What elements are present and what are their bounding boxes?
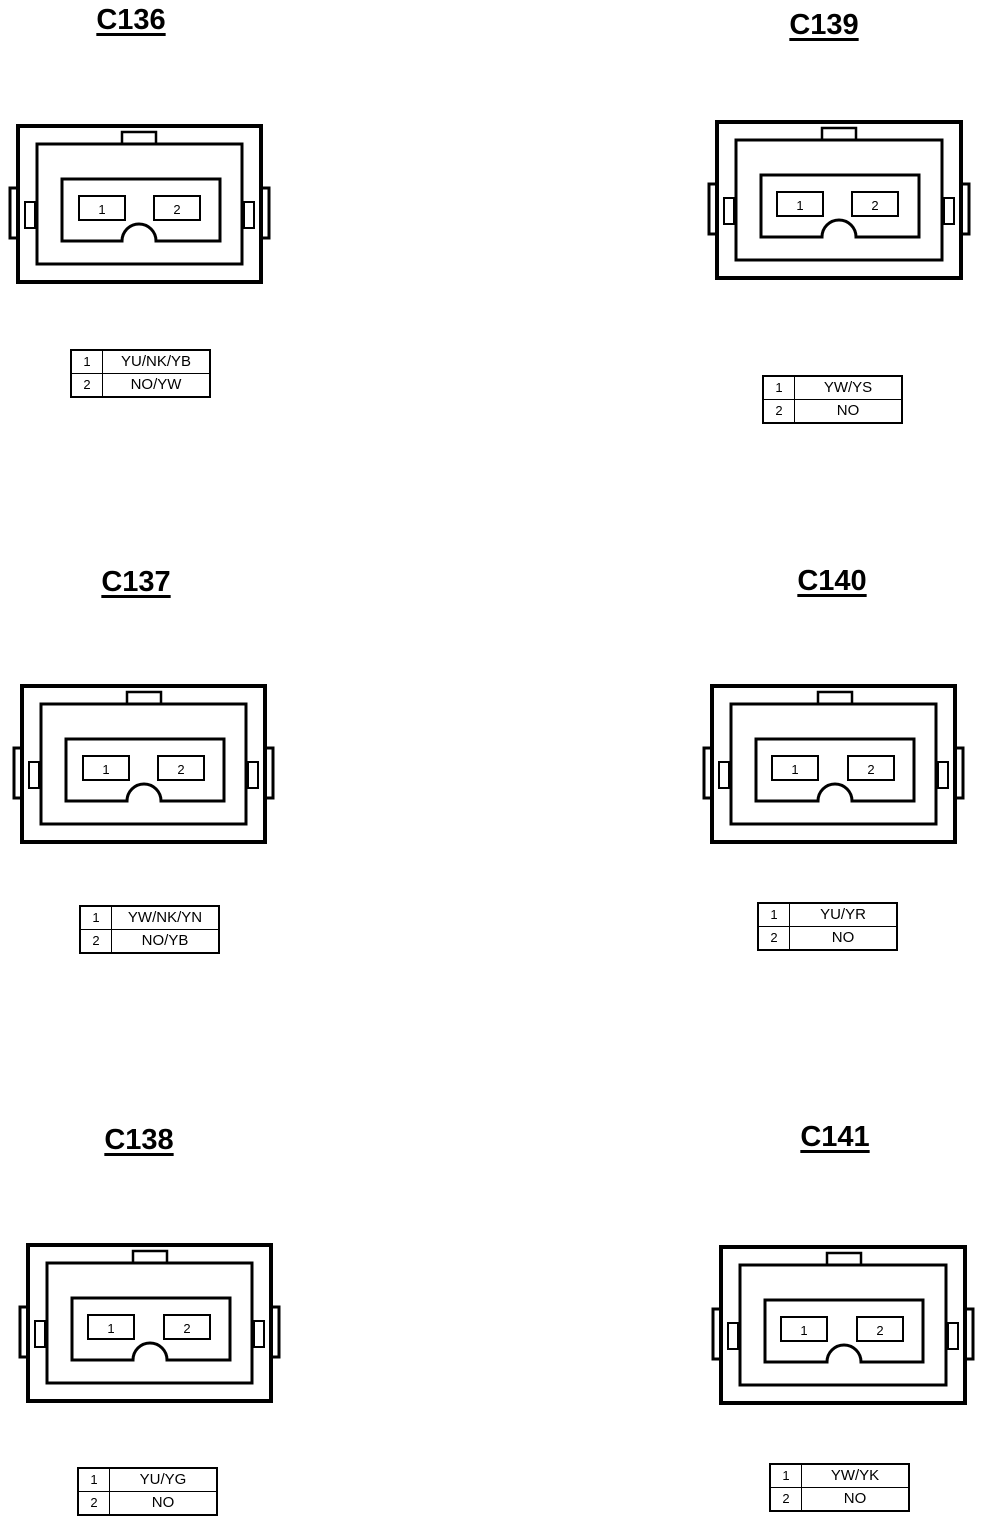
wire-code: NO	[109, 1491, 218, 1516]
pin-number: 1	[79, 905, 112, 930]
wire-code: NO/YW	[102, 373, 211, 398]
pin-label: 2	[177, 762, 184, 777]
pin-label: 1	[98, 202, 105, 217]
pin-number: 2	[79, 929, 112, 954]
connector-c138: C138 1 2 1 YU/YG 2 NO	[0, 1118, 290, 1538]
table-row: 1 YW/YK	[769, 1463, 910, 1488]
wire-code: YU/YG	[109, 1467, 218, 1492]
pin-label: 2	[876, 1323, 883, 1338]
pin-number: 1	[70, 349, 103, 374]
table-row: 1 YU/YR	[757, 902, 898, 927]
wire-code: YU/NK/YB	[102, 349, 211, 374]
connector-title: C140	[797, 565, 867, 597]
connector-c139: C139 1 2 1 YW/YS 2 NO	[700, 0, 990, 424]
pin-number: 2	[77, 1491, 110, 1516]
table-row: 1 YW/YS	[762, 375, 903, 400]
pin-number: 2	[70, 373, 103, 398]
pin-label: 2	[183, 1321, 190, 1336]
connector-drawing: 1 2	[711, 1245, 975, 1405]
wire-code: YW/YS	[794, 375, 903, 400]
pin-label: 1	[102, 762, 109, 777]
wire-code: YW/YK	[801, 1463, 910, 1488]
wire-code: NO	[794, 399, 903, 424]
pin-table: 1 YU/NK/YB 2 NO/YW	[70, 349, 211, 398]
connector-c140: C140 1 2 1 YU/YR 2 NO	[700, 560, 990, 980]
pin-number: 1	[77, 1467, 110, 1492]
pin-label: 2	[871, 198, 878, 213]
connector-title: C138	[104, 1124, 174, 1156]
connector-drawing: 1 2	[12, 684, 275, 844]
pin-number: 2	[757, 926, 790, 951]
connector-drawing: 1 2	[8, 124, 271, 284]
pin-number: 1	[762, 375, 795, 400]
pin-table: 1 YU/YG 2 NO	[77, 1467, 218, 1516]
connector-title: C137	[101, 566, 171, 598]
table-row: 2 NO	[762, 399, 903, 424]
pin-table: 1 YU/YR 2 NO	[757, 902, 898, 951]
wire-code: NO/YB	[111, 929, 220, 954]
wire-code: NO	[801, 1487, 910, 1512]
pin-number: 2	[762, 399, 795, 424]
connector-c141: C141 1 2 1 YW/YK 2 NO	[700, 1118, 990, 1538]
connector-title: C139	[789, 9, 859, 41]
wire-code: NO	[789, 926, 898, 951]
connector-title: C141	[800, 1121, 870, 1153]
table-row: 1 YW/NK/YN	[79, 905, 220, 930]
connector-title: C136	[96, 4, 166, 36]
connector-c137: C137 1 2 1 YW/NK/YN 2 NO/YB	[0, 560, 290, 980]
pin-number: 1	[769, 1463, 802, 1488]
pin-label: 1	[107, 1321, 114, 1336]
wire-code: YW/NK/YN	[111, 905, 220, 930]
pin-label: 2	[867, 762, 874, 777]
pin-table: 1 YW/YS 2 NO	[762, 375, 903, 424]
table-row: 2 NO/YB	[79, 929, 220, 954]
pin-label: 1	[791, 762, 798, 777]
table-row: 2 NO	[757, 926, 898, 951]
pin-label: 2	[173, 202, 180, 217]
pin-number: 2	[769, 1487, 802, 1512]
connector-drawing: 1 2	[18, 1243, 281, 1403]
pin-table: 1 YW/YK 2 NO	[769, 1463, 910, 1512]
pin-label: 1	[796, 198, 803, 213]
connector-drawing: 1 2	[707, 120, 971, 280]
connector-c136: C136 1 2 1 YU/NK/YB 2 NO/YW	[0, 0, 290, 420]
wire-code: YU/YR	[789, 902, 898, 927]
pin-number: 1	[757, 902, 790, 927]
table-row: 1 YU/YG	[77, 1467, 218, 1492]
table-row: 2 NO/YW	[70, 373, 211, 398]
pin-label: 1	[800, 1323, 807, 1338]
connector-drawing: 1 2	[702, 684, 965, 844]
pin-table: 1 YW/NK/YN 2 NO/YB	[79, 905, 220, 954]
table-row: 2 NO	[769, 1487, 910, 1512]
table-row: 1 YU/NK/YB	[70, 349, 211, 374]
table-row: 2 NO	[77, 1491, 218, 1516]
